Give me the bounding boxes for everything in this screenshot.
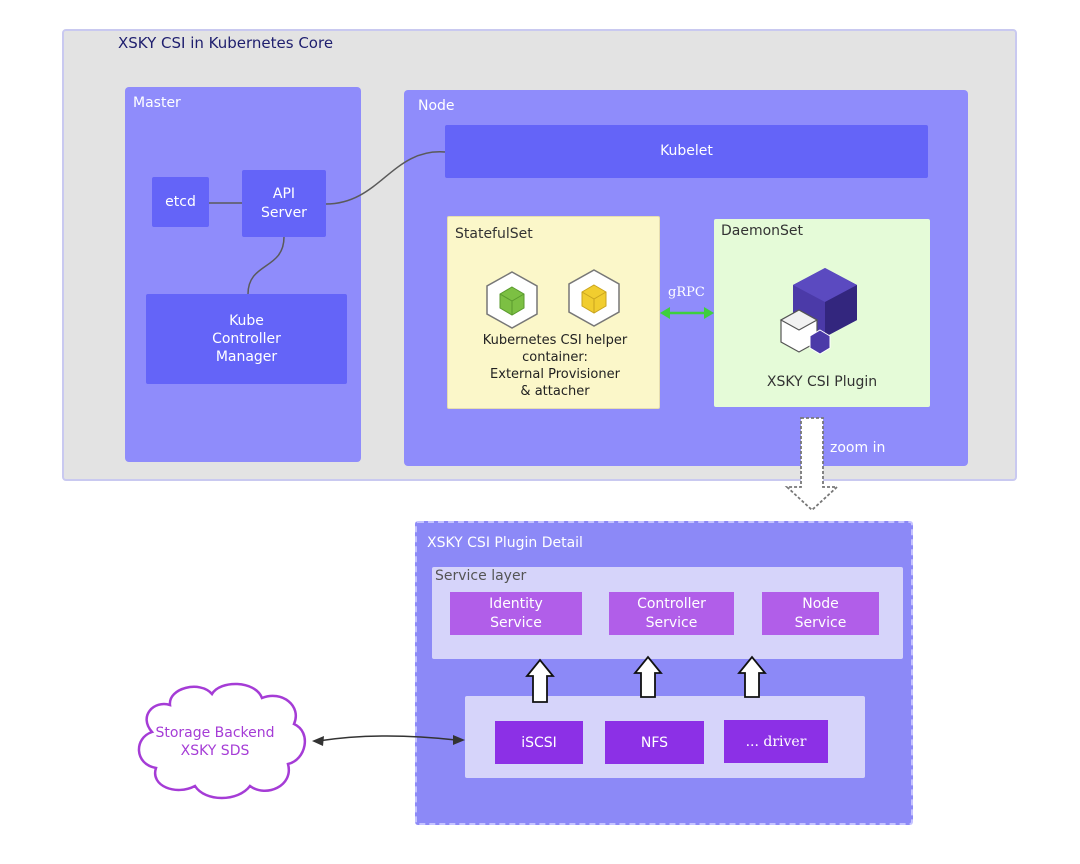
kubernetes-cube-yellow-icon — [568, 269, 620, 327]
api-controller-connector — [247, 236, 285, 295]
kubelet-box: Kubelet — [445, 125, 928, 178]
xsky-csi-plugin-label: XSKY CSI Plugin — [766, 374, 878, 390]
core-title: XSKY CSI in Kubernetes Core — [118, 34, 334, 52]
up-arrow-icon — [633, 655, 663, 698]
nfs-driver-box: NFS — [605, 721, 704, 764]
statefulset-label: StatefulSet — [455, 226, 533, 242]
api-kubelet-connector — [325, 151, 446, 205]
node-service-box: Node Service — [762, 592, 879, 635]
master-panel: Master — [125, 87, 361, 462]
master-label: Master — [133, 95, 181, 111]
csi-helper-text: Kubernetes CSI helper container: Externa… — [482, 333, 628, 399]
kube-controller-manager-box: Kube Controller Manager — [146, 294, 347, 384]
controller-service-box: Controller Service — [609, 592, 734, 635]
etcd-box: etcd — [152, 177, 209, 227]
other-driver-box: ... driver — [724, 720, 828, 763]
grpc-arrow-icon — [660, 307, 714, 319]
grpc-label: gRPC — [668, 285, 705, 300]
up-arrow-icon — [737, 655, 767, 698]
service-layer-label: Service layer — [435, 568, 527, 584]
kubernetes-cube-green-icon — [486, 271, 538, 329]
statefulset-box: StatefulSet — [447, 216, 660, 409]
dashed-down-arrow-icon — [784, 417, 840, 512]
node-label: Node — [418, 98, 455, 114]
storage-backend-label: Storage Backend XSKY SDS — [155, 725, 275, 759]
iscsi-driver-box: iSCSI — [495, 721, 583, 764]
xsky-cubes-icon — [779, 268, 857, 355]
daemonset-label: DaemonSet — [721, 223, 804, 239]
identity-service-box: Identity Service — [450, 592, 582, 635]
storage-connector-arrow — [312, 735, 465, 746]
zoom-in-label: zoom in — [830, 440, 886, 456]
cloud-icon — [137, 682, 307, 800]
detail-title: XSKY CSI Plugin Detail — [427, 535, 583, 551]
up-arrow-icon — [525, 658, 555, 703]
api-server-box: API Server — [242, 170, 326, 237]
